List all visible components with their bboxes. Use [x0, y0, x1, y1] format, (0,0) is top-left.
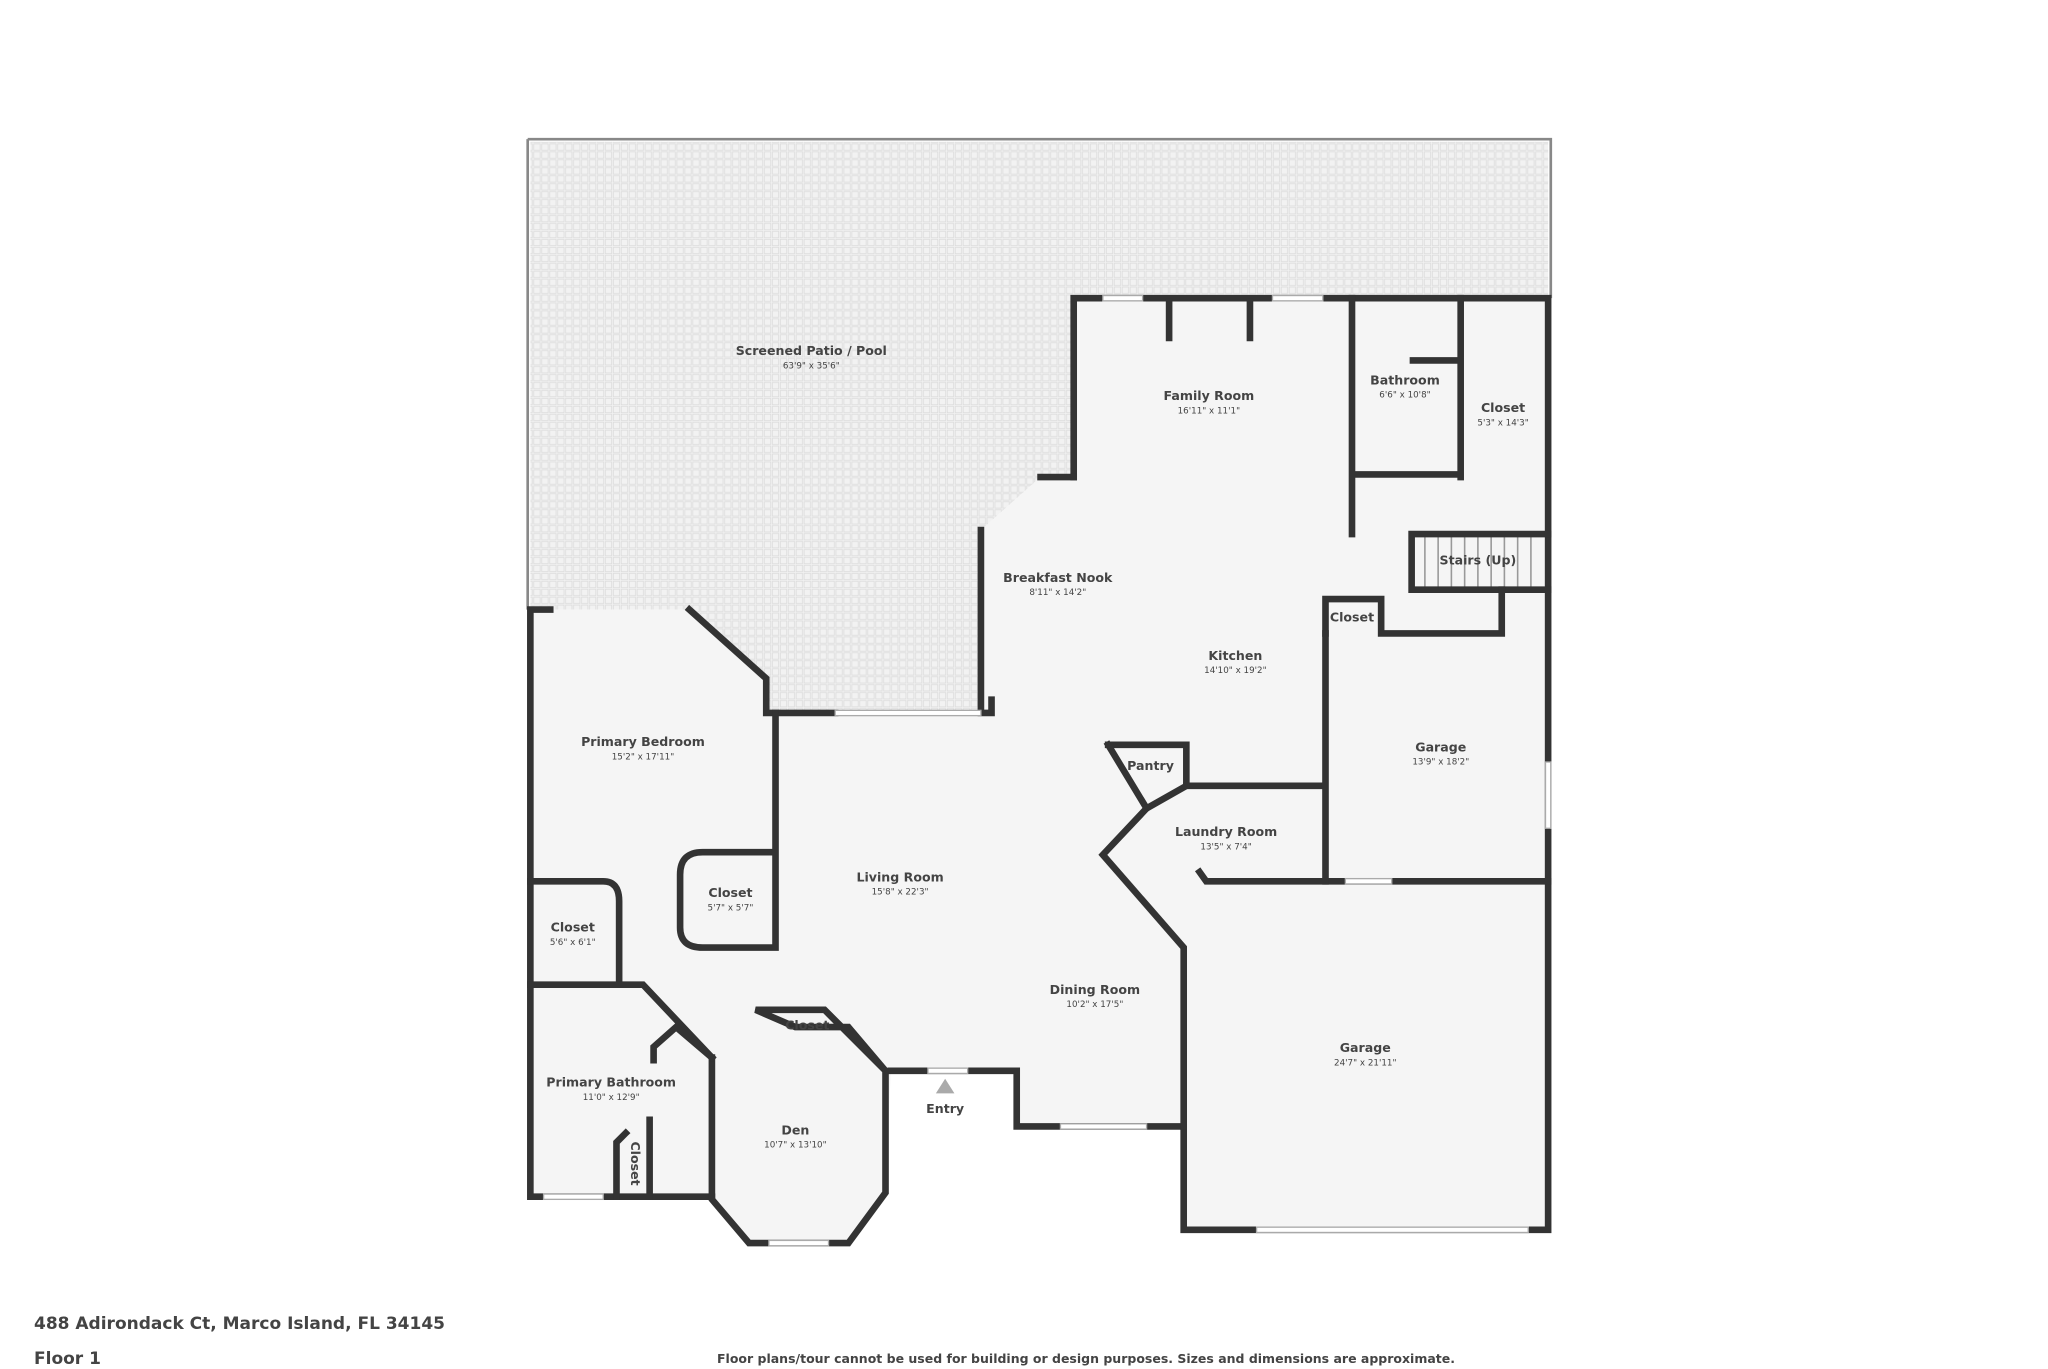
room-dims: 10'7" x 13'10"	[764, 1141, 826, 1151]
entry-label: Entry	[926, 1101, 964, 1116]
floor-label: Floor 1	[34, 1349, 101, 1369]
room-dims: 5'3" x 14'3"	[1477, 418, 1528, 428]
room-dims: 15'2" x 17'11"	[612, 752, 674, 762]
room-name: Closet	[785, 1018, 829, 1033]
room-name: Garage	[1340, 1040, 1391, 1055]
room-name: Closet	[1330, 610, 1374, 625]
room-dims: 10'2" x 17'5"	[1066, 1000, 1123, 1010]
address: 488 Adirondack Ct, Marco Island, FL 3414…	[34, 1314, 445, 1334]
room-dims: 5'6" x 6'1"	[550, 938, 596, 948]
stairs-hatch	[1424, 536, 1532, 588]
room-dims: 8'11" x 14'2"	[1029, 588, 1086, 598]
room-name: Closet	[1481, 400, 1525, 415]
room-name: Screened Patio / Pool	[736, 343, 887, 358]
room-name: Closet	[628, 1141, 643, 1185]
room-name: Laundry Room	[1175, 824, 1277, 839]
room-dims: 16'11" x 11'1"	[1178, 406, 1240, 416]
room-name: Breakfast Nook	[1003, 570, 1113, 585]
room-name: Pantry	[1127, 758, 1174, 773]
disclaimer: Floor plans/tour cannot be used for buil…	[717, 1351, 1455, 1366]
walls	[527, 294, 1552, 1247]
room-dims: 13'9" x 18'2"	[1412, 758, 1469, 768]
room-name: Garage	[1415, 739, 1466, 754]
room-name: Living Room	[856, 869, 943, 884]
room-name: Dining Room	[1050, 982, 1140, 997]
room-dims: 6'6" x 10'8"	[1379, 391, 1430, 401]
room-name: Bathroom	[1370, 372, 1440, 387]
room-name: Closet	[708, 885, 752, 900]
room-dims: 5'7" x 5'7"	[708, 903, 754, 913]
room-name: Primary Bathroom	[546, 1075, 676, 1090]
room-name: Closet	[551, 920, 595, 935]
room-name: Den	[781, 1122, 809, 1137]
room-name: Kitchen	[1208, 648, 1262, 663]
room-name: Primary Bedroom	[581, 734, 705, 749]
room-dims: 15'8" x 22'3"	[872, 888, 929, 898]
entry-arrow-icon	[935, 1078, 955, 1094]
room-dims: 11'0" x 12'9"	[583, 1093, 640, 1103]
room-dims: 14'10" x 19'2"	[1204, 666, 1266, 676]
room-labels: Screened Patio / Pool 63'9" x 35'6" Fami…	[546, 343, 1528, 1186]
patio-screen	[526, 137, 1553, 610]
room-dims: 63'9" x 35'6"	[783, 361, 840, 371]
room-dims: 24'7" x 21'11"	[1334, 1058, 1396, 1068]
room-dims: 13'5" x 7'4"	[1200, 842, 1251, 852]
patio-area	[530, 141, 1549, 713]
room-name: Stairs (Up)	[1440, 553, 1517, 568]
room-name: Family Room	[1164, 388, 1255, 403]
windows	[542, 294, 1552, 1247]
